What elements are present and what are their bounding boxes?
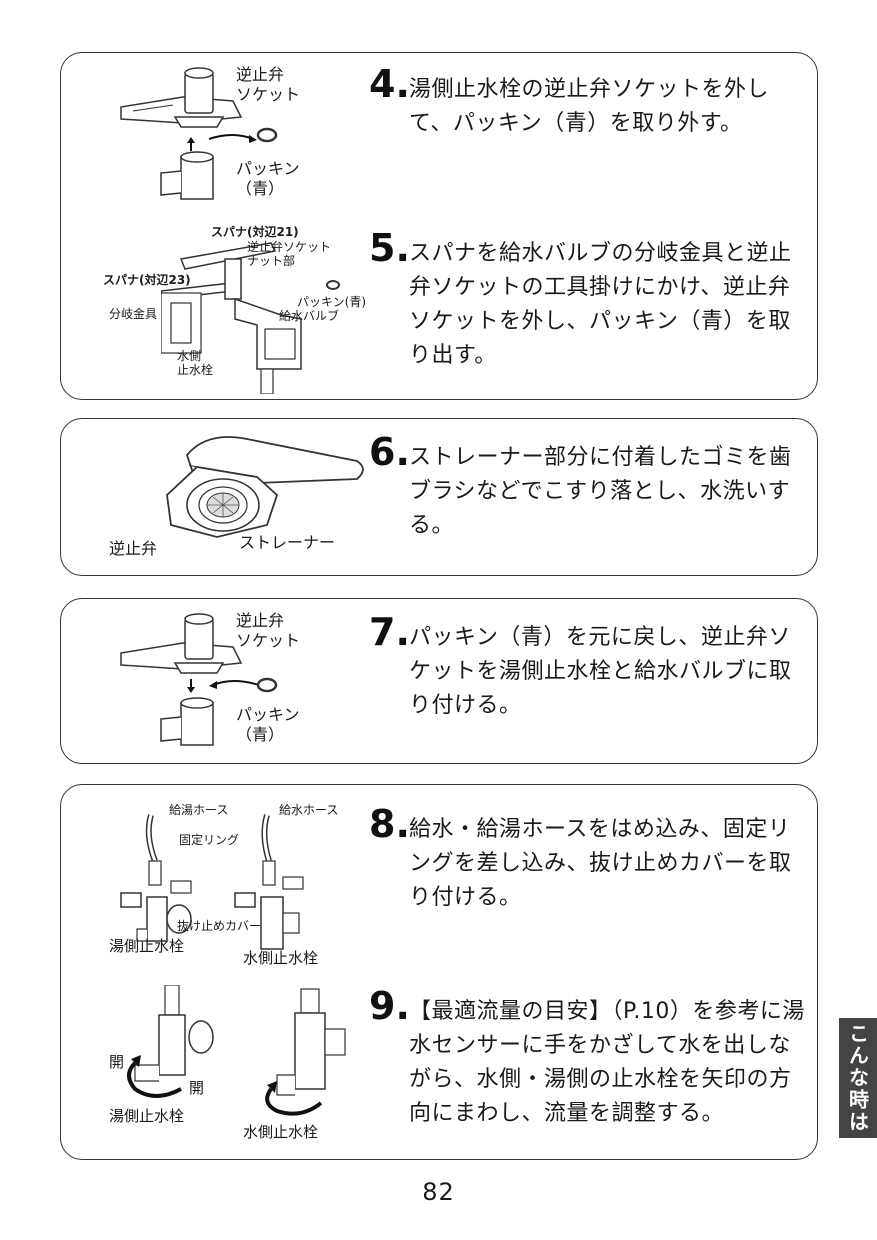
fig5-spanner23-label: スパナ(対辺23): [103, 273, 191, 287]
fig5-stopcock-label: 水側 止水栓: [177, 349, 214, 377]
step-5: 5. スパナを給水バルブの分岐金具と逆止弁ソケットの工具掛けにかけ、逆止弁ソケッ…: [369, 229, 809, 373]
step-7: 7. パッキン（青）を元に戻し、逆止弁ソケットを湯側止水栓と給水バルブに取り付け…: [369, 613, 809, 723]
fig5-spanner21-label: スパナ(対辺21): [211, 225, 299, 239]
fig7-packing-label: パッキン （青）: [236, 705, 300, 744]
step-8-text: 給水・給湯ホースをはめ込み、固定リングを差し込み、抜け止めカバーを取り付ける。: [409, 817, 792, 910]
section-box-step-7: 逆止弁 ソケット パッキン （青） 7. パッキン（青）を元に戻し、逆止弁ソケッ…: [60, 598, 818, 764]
spanner-illustration: [161, 242, 340, 394]
fig9-hot-stop-label: 湯側止水栓: [109, 1107, 185, 1125]
fig5-branch-label: 分岐金具: [109, 307, 158, 321]
fig9-open1-label: 開: [109, 1053, 125, 1071]
fig4-packing-label: パッキン （青）: [236, 159, 300, 198]
fig9-cold-stop-label: 水側止水栓: [243, 1123, 319, 1141]
step-5-text: スパナを給水バルブの分岐金具と逆止弁ソケットの工具掛けにかけ、逆止弁ソケットを外…: [409, 241, 792, 368]
step-8-number: 8.: [369, 802, 410, 846]
step-7-number: 7.: [369, 610, 410, 654]
step-4: 4. 湯側止水栓の逆止弁ソケットを外して、パッキン（青）を取り外す。: [369, 65, 809, 141]
section-side-tab[interactable]: こんな時は: [839, 1018, 877, 1138]
step-6-text: ストレーナー部分に付着したゴミを歯ブラシなどでこすり落とし、水洗いする。: [409, 445, 792, 538]
socket-removal-illustration: [120, 67, 278, 200]
page-number: 82: [422, 1178, 455, 1206]
fig8-ring-label: 固定リング: [179, 833, 240, 847]
fig8-cold-hose-label: 給水ホース: [279, 803, 339, 817]
strainer-brush-illustration: [166, 436, 364, 538]
fig4-socket-label: 逆止弁 ソケット: [236, 65, 301, 104]
section-box-steps-8-9: 給湯ホース 給水ホース 固定リング 抜け止めカバー 湯側止水栓 水側止水栓 開 …: [60, 784, 818, 1160]
fig6-check-valve-label: 逆止弁: [109, 539, 158, 558]
fig8-cold-stop-label: 水側止水栓: [243, 949, 319, 967]
step-8: 8. 給水・給湯ホースをはめ込み、固定リングを差し込み、抜け止めカバーを取り付け…: [369, 805, 809, 915]
fig5-valve-label: 給水バルブ: [279, 309, 340, 323]
section-box-steps-4-5: 逆止弁 ソケット パッキン （青） スパナ(対辺21) 逆止弁ソケット ナット部…: [60, 52, 818, 400]
flow-adjust-illustration: [127, 985, 346, 1116]
step-6: 6. ストレーナー部分に付着したゴミを歯ブラシなどでこすり落とし、水洗いする。: [369, 433, 809, 543]
fig6-strainer-label: ストレーナー: [239, 533, 336, 552]
fig9-open2-label: 開: [189, 1079, 205, 1097]
fig5-socket-nut-label: 逆止弁ソケット ナット部: [247, 240, 332, 268]
step-5-number: 5.: [369, 226, 410, 270]
step-7-text: パッキン（青）を元に戻し、逆止弁ソケットを湯側止水栓と給水バルブに取り付ける。: [409, 625, 792, 718]
section-box-step-6: 逆止弁 ストレーナー 6. ストレーナー部分に付着したゴミを歯ブラシなどでこすり…: [60, 418, 818, 576]
step-4-number: 4.: [369, 62, 410, 106]
fig8-hot-stop-label: 湯側止水栓: [109, 937, 185, 955]
step-9-number: 9.: [369, 984, 410, 1028]
fig5-packing-label: パッキン(青): [297, 295, 367, 309]
step-6-number: 6.: [369, 430, 410, 474]
side-tab-label: こんな時は: [845, 1023, 870, 1133]
socket-attach-illustration: [120, 613, 278, 746]
step-9: 9. 【最適流量の目安】（P.10）を参考に湯水センサーに手をかざして水を出しな…: [369, 987, 809, 1131]
hose-connection-illustration: [120, 814, 304, 950]
step-4-text: 湯側止水栓の逆止弁ソケットを外して、パッキン（青）を取り外す。: [409, 77, 770, 136]
fig8-hot-hose-label: 給湯ホース: [169, 803, 229, 817]
step-9-text: 【最適流量の目安】（P.10）を参考に湯水センサーに手をかざして水を出しながら、…: [409, 999, 805, 1126]
fig7-socket-label: 逆止弁 ソケット: [236, 611, 301, 650]
fig8-cover-label: 抜け止めカバー: [177, 919, 262, 933]
